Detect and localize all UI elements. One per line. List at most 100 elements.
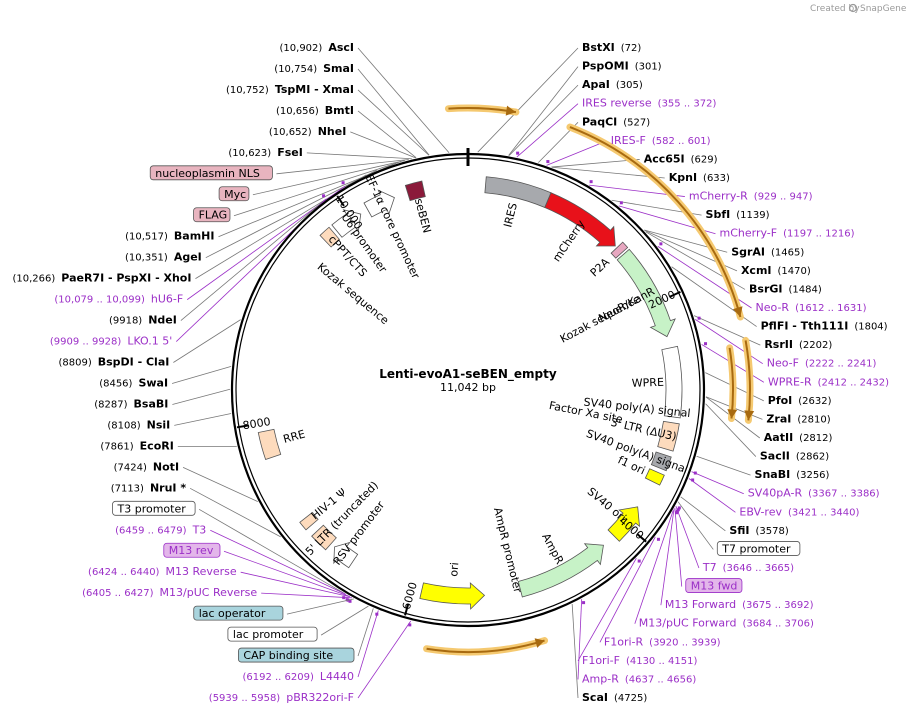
primer-m13-reverse[interactable]: (6424 .. 6440)M13 Reverse bbox=[88, 565, 237, 578]
feature-tag-box[interactable] bbox=[163, 542, 221, 558]
enzyme-tspmi-xmai[interactable]: (10,752)TspMI - XmaI bbox=[226, 83, 354, 96]
enzyme-asci[interactable]: (10,902)AscI bbox=[280, 41, 354, 54]
feature-tag-myc[interactable]: Myc bbox=[224, 188, 246, 201]
primer-ires-f[interactable]: IRES-F(582 .. 601) bbox=[611, 134, 711, 147]
primer-m13-puc-reverse[interactable]: (6405 .. 6427)M13/pUC Reverse bbox=[82, 586, 257, 599]
enzyme-bamhi[interactable]: (10,517)BamHI bbox=[125, 230, 214, 243]
enzyme-smai[interactable]: (10,754)SmaI bbox=[274, 62, 354, 75]
primer-f1ori-f[interactable]: F1ori-F(4130 .. 4151) bbox=[582, 654, 697, 667]
enzyme-kpni[interactable]: KpnI(633) bbox=[669, 171, 730, 184]
primer-t3[interactable]: (6459 .. 6479)T3 bbox=[115, 523, 206, 536]
enzyme-nhei[interactable]: (10,652)NheI bbox=[269, 125, 346, 138]
feature-tag-box[interactable] bbox=[227, 626, 318, 642]
enzyme-rsrii[interactable]: RsrII(2202) bbox=[764, 338, 832, 351]
feature-hiv-1[interactable] bbox=[299, 511, 319, 531]
enzyme-bmti[interactable]: (10,656)BmtI bbox=[276, 104, 354, 117]
feature-tag-flag[interactable]: FLAG bbox=[199, 209, 228, 222]
primer-t7[interactable]: T7(3646 .. 3665) bbox=[702, 561, 794, 574]
feature-tag-nucleoplasmin-nls[interactable]: nucleoplasmin NLS bbox=[155, 167, 260, 180]
feature-tag-box[interactable] bbox=[716, 541, 801, 556]
feature-f1-ori[interactable] bbox=[644, 468, 665, 486]
enzyme-pspomi[interactable]: PspOMI(301) bbox=[582, 60, 662, 73]
enzyme-apai[interactable]: ApaI(305) bbox=[582, 78, 643, 91]
feature-tag-box[interactable] bbox=[193, 207, 231, 223]
enzyme-pflfi-tth111i[interactable]: PflFI - Tth111I(1804) bbox=[761, 320, 888, 333]
feature-tag-box[interactable] bbox=[237, 647, 355, 663]
primer-mcherry-r[interactable]: mCherry-R(929 .. 947) bbox=[689, 190, 813, 203]
feature-tag-m13-rev[interactable]: M13 rev bbox=[169, 544, 214, 557]
feature-neor-kanr[interactable] bbox=[616, 248, 676, 338]
enzyme-agei[interactable]: (10,351)AgeI bbox=[125, 251, 202, 264]
orf-arrow[interactable] bbox=[426, 639, 545, 653]
primer-ires-reverse[interactable]: IRES reverse(355 .. 372) bbox=[582, 97, 716, 110]
feature-u6-promoter[interactable] bbox=[331, 209, 362, 238]
primer-ebv-rev[interactable]: EBV-rev(3421 .. 3440) bbox=[739, 505, 859, 518]
primer-pbr322ori-f[interactable]: (5939 .. 5958)pBR322ori-F bbox=[209, 691, 354, 704]
primer-m13-forward[interactable]: M13 Forward(3675 .. 3692) bbox=[665, 598, 814, 611]
enzyme-paer7i-pspxi-xhoi[interactable]: (10,266)PaeR7I - PspXI - XhoI bbox=[13, 272, 192, 285]
feature-ori[interactable] bbox=[419, 582, 486, 610]
enzyme-sgrai[interactable]: SgrAI(1465) bbox=[731, 245, 804, 258]
enzyme-scai[interactable]: ScaI(4725) bbox=[582, 691, 647, 704]
feature-tag-lac-promoter[interactable]: lac promoter bbox=[233, 628, 304, 641]
orf-arrow[interactable] bbox=[569, 126, 742, 318]
enzyme-snabi[interactable]: SnaBI(3256) bbox=[755, 468, 830, 481]
primer-l4440[interactable]: (6192 .. 6209)L4440 bbox=[242, 670, 354, 683]
feature-tag-t3-promoter[interactable]: T3 promoter bbox=[117, 502, 187, 515]
enzyme-acc65i[interactable]: Acc65I(629) bbox=[644, 152, 718, 165]
enzyme-sbfi[interactable]: SbfI(1139) bbox=[706, 208, 770, 221]
enzyme-nsii[interactable]: (8108)NsiI bbox=[107, 418, 170, 431]
feature-seben[interactable] bbox=[404, 180, 426, 202]
feature-5-ltr-truncated[interactable] bbox=[311, 524, 337, 551]
feature-tag-box[interactable] bbox=[218, 186, 250, 202]
enzyme-xcmi[interactable]: XcmI(1470) bbox=[741, 264, 811, 277]
enzyme-bsrgi[interactable]: BsrGI(1484) bbox=[749, 282, 822, 295]
enzyme-zrai[interactable]: ZraI(2810) bbox=[766, 412, 830, 425]
feature-tag-box[interactable] bbox=[685, 578, 743, 593]
enzyme-sfii[interactable]: SfiI(3578) bbox=[729, 524, 789, 537]
primer-wpre-r[interactable]: WPRE-R(2412 .. 2432) bbox=[768, 375, 889, 388]
primer-amp-r[interactable]: Amp-R(4637 .. 4656) bbox=[582, 672, 696, 685]
primer-lko-1-5[interactable]: (9909 .. 9928)LKO.1 5' bbox=[50, 335, 172, 348]
enzyme-pfoi[interactable]: PfoI(2632) bbox=[768, 394, 832, 407]
feature-tag-box[interactable] bbox=[193, 605, 284, 621]
feature-tag-cap-binding-site[interactable]: CAP binding site bbox=[243, 649, 333, 662]
enzyme-ndei[interactable]: (9918)NdeI bbox=[109, 314, 177, 327]
enzyme-bstxi[interactable]: BstXI(72) bbox=[582, 41, 641, 54]
feature-tag-box[interactable] bbox=[112, 500, 196, 516]
enzyme-bsabi[interactable]: (8287)BsaBI bbox=[94, 397, 168, 410]
feature-tag-box[interactable] bbox=[149, 165, 273, 181]
primer-neo-f[interactable]: Neo-F(2222 .. 2241) bbox=[767, 357, 877, 370]
primer-f1ori-r[interactable]: F1ori-R(3920 .. 3939) bbox=[604, 635, 721, 648]
feature-3-ltr-u3[interactable] bbox=[657, 420, 680, 452]
enzyme-noti[interactable]: (7424)NotI bbox=[114, 460, 179, 473]
feature-tag-lac-operator[interactable]: lac operator bbox=[199, 607, 266, 620]
enzyme-ecori[interactable]: (7861)EcoRI bbox=[100, 439, 173, 452]
inner-annotation: Kozak sequence bbox=[558, 292, 643, 345]
enzyme-aatii[interactable]: AatII(2812) bbox=[764, 431, 833, 444]
enzyme-sacii[interactable]: SacII(2862) bbox=[760, 450, 829, 463]
feature-rre[interactable] bbox=[257, 428, 282, 461]
feature-rsv-promoter[interactable] bbox=[333, 541, 359, 569]
feature-tag-m13-fwd[interactable]: M13 fwd bbox=[691, 580, 738, 593]
feature-p2a[interactable] bbox=[610, 241, 629, 259]
feature-cppt-cts[interactable] bbox=[319, 226, 340, 248]
enzyme-bspdi-clai[interactable]: (8809)BspDI - ClaI bbox=[58, 356, 169, 369]
feature-tag-t7-promoter[interactable]: T7 promoter bbox=[721, 542, 791, 555]
enzyme-nrui[interactable]: (7113)NruI * bbox=[111, 481, 187, 494]
feature-wpre[interactable] bbox=[661, 345, 683, 419]
feature-ires[interactable] bbox=[484, 176, 552, 209]
feature-ampr[interactable] bbox=[517, 543, 604, 598]
feature-sv40-ori[interactable] bbox=[607, 506, 640, 542]
enzyme-swai[interactable]: (8456)SwaI bbox=[99, 376, 168, 389]
primer-sv40pa-r[interactable]: SV40pA-R(3367 .. 3386) bbox=[748, 487, 880, 500]
primer-hu6-f[interactable]: (10,079 .. 10,099)hU6-F bbox=[54, 293, 183, 306]
feature-sv40-poly-a-signal[interactable] bbox=[650, 451, 672, 472]
primer-neo-r[interactable]: Neo-R(1612 .. 1631) bbox=[756, 301, 867, 314]
feature-ef-1-core-promoter[interactable] bbox=[363, 189, 395, 218]
primer-m13-puc-forward[interactable]: M13/pUC Forward(3684 .. 3706) bbox=[639, 617, 814, 630]
feature-mcherry[interactable] bbox=[544, 192, 616, 247]
primer-mcherry-f[interactable]: mCherry-F(1197 .. 1216) bbox=[719, 227, 854, 240]
enzyme-paqci[interactable]: PaqCI(527) bbox=[582, 115, 650, 128]
enzyme-fsei[interactable]: (10,623)FseI bbox=[228, 146, 302, 159]
